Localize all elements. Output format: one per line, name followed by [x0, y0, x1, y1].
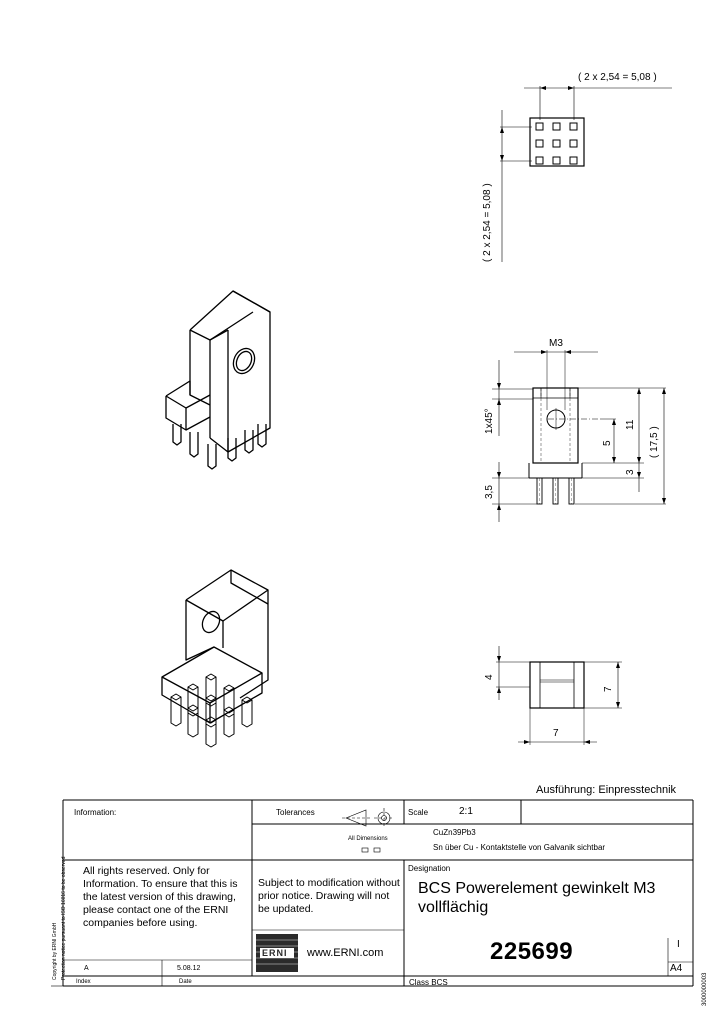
dim-thread-m3: M3 — [549, 338, 563, 349]
scale-value: 2:1 — [459, 806, 473, 817]
dim-chamfer: 1x45° — [484, 408, 495, 434]
side-copyright: Copyright by ERNI GmbH — [52, 922, 58, 980]
side-protection-notice: Protection notice pursuant to ISO 16016 … — [61, 856, 67, 980]
all-dimensions-label: All Dimensions — [348, 836, 388, 842]
top-view-pin-grid — [500, 86, 672, 262]
isometric-view-front — [165, 290, 271, 470]
dim-top-pitch-vertical: ( 2 x 2,54 = 5,08 ) — [482, 183, 493, 262]
document-code: 3000000003 — [702, 972, 708, 1006]
isometric-view-rear — [161, 569, 269, 748]
part-number: 225699 — [490, 938, 574, 965]
front-view — [492, 350, 666, 522]
dim-4: 4 — [484, 674, 495, 680]
date-value: 5.08.12 — [177, 965, 201, 972]
designation-title: BCS Powerelement gewinkelt M3 vollflächi… — [418, 880, 656, 916]
svg-text:ERNI: ERNI — [262, 948, 288, 958]
modification-notice: Subject to modification without prior no… — [258, 877, 400, 915]
rights-notice: All rights reserved. Only for Informatio… — [83, 865, 238, 929]
dim-7-right: 7 — [603, 686, 614, 692]
dim-17-5: ( 17,5 ) — [649, 426, 660, 458]
dim-top-pitch-horizontal: ( 2 x 2,54 = 5,08 ) — [578, 72, 657, 83]
erni-logo: ERNI — [256, 934, 298, 972]
dim-11: 11 — [625, 419, 636, 430]
dim-3-5: 3,5 — [484, 485, 495, 499]
date-label: Date — [179, 979, 192, 985]
title-block-frame — [51, 799, 694, 987]
paper-format: A4 — [670, 963, 683, 974]
tolerances-label: Tolerances — [276, 808, 315, 817]
index-label: Index — [76, 979, 91, 985]
tolerance-symbol — [342, 808, 394, 853]
designation-label: Designation — [408, 864, 451, 873]
erni-url: www.ERNI.com — [307, 947, 384, 959]
class-label: Class BCS — [409, 978, 448, 987]
dim-5: 5 — [602, 440, 613, 446]
sheet-number: I — [677, 939, 680, 950]
surface-finish: Sn über Cu - Kontaktstelle von Galvanik … — [433, 843, 606, 852]
material: CuZn39Pb3 — [433, 828, 476, 837]
version-label: Ausführung: Einpresstechnik — [536, 784, 677, 796]
dim-3: 3 — [625, 469, 636, 475]
side-view — [496, 646, 622, 745]
scale-label: Scale — [408, 808, 429, 817]
information-label: Information: — [74, 808, 117, 817]
dim-7-bottom: 7 — [553, 728, 559, 739]
index-value: A — [84, 965, 89, 972]
